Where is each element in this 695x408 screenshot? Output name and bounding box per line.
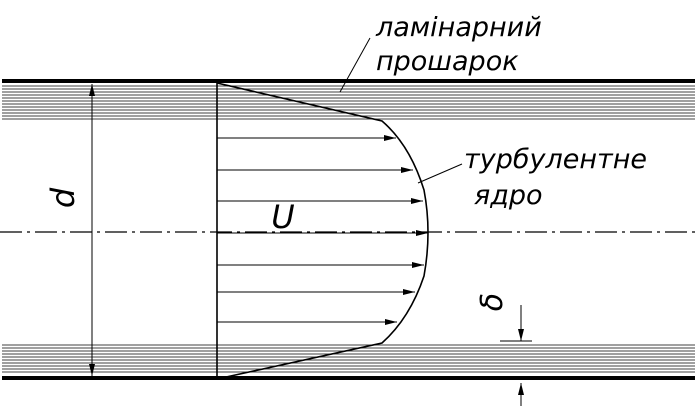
thickness-label: δ: [475, 293, 510, 311]
turbulent-label-line2: ядро: [474, 180, 543, 211]
thickness-dimension: [500, 305, 532, 406]
bottom-hatching: [2, 344, 695, 373]
turbulent-leader-line: [417, 163, 463, 184]
laminar-leader-line: [339, 37, 371, 93]
velocity-arrows: [217, 135, 428, 325]
bottom-laminar-layer: [2, 344, 695, 380]
laminar-label-line2: прошарок: [376, 46, 519, 77]
velocity-profile-curve: [216, 82, 429, 380]
turbulent-label-line1: турбулентне: [464, 144, 647, 175]
laminar-label-line1: ламінарний: [375, 12, 542, 43]
velocity-label: U: [271, 198, 294, 236]
diameter-label: d: [44, 187, 82, 208]
bottom-pipe-wall: [2, 376, 695, 380]
top-pipe-wall: [2, 79, 695, 83]
